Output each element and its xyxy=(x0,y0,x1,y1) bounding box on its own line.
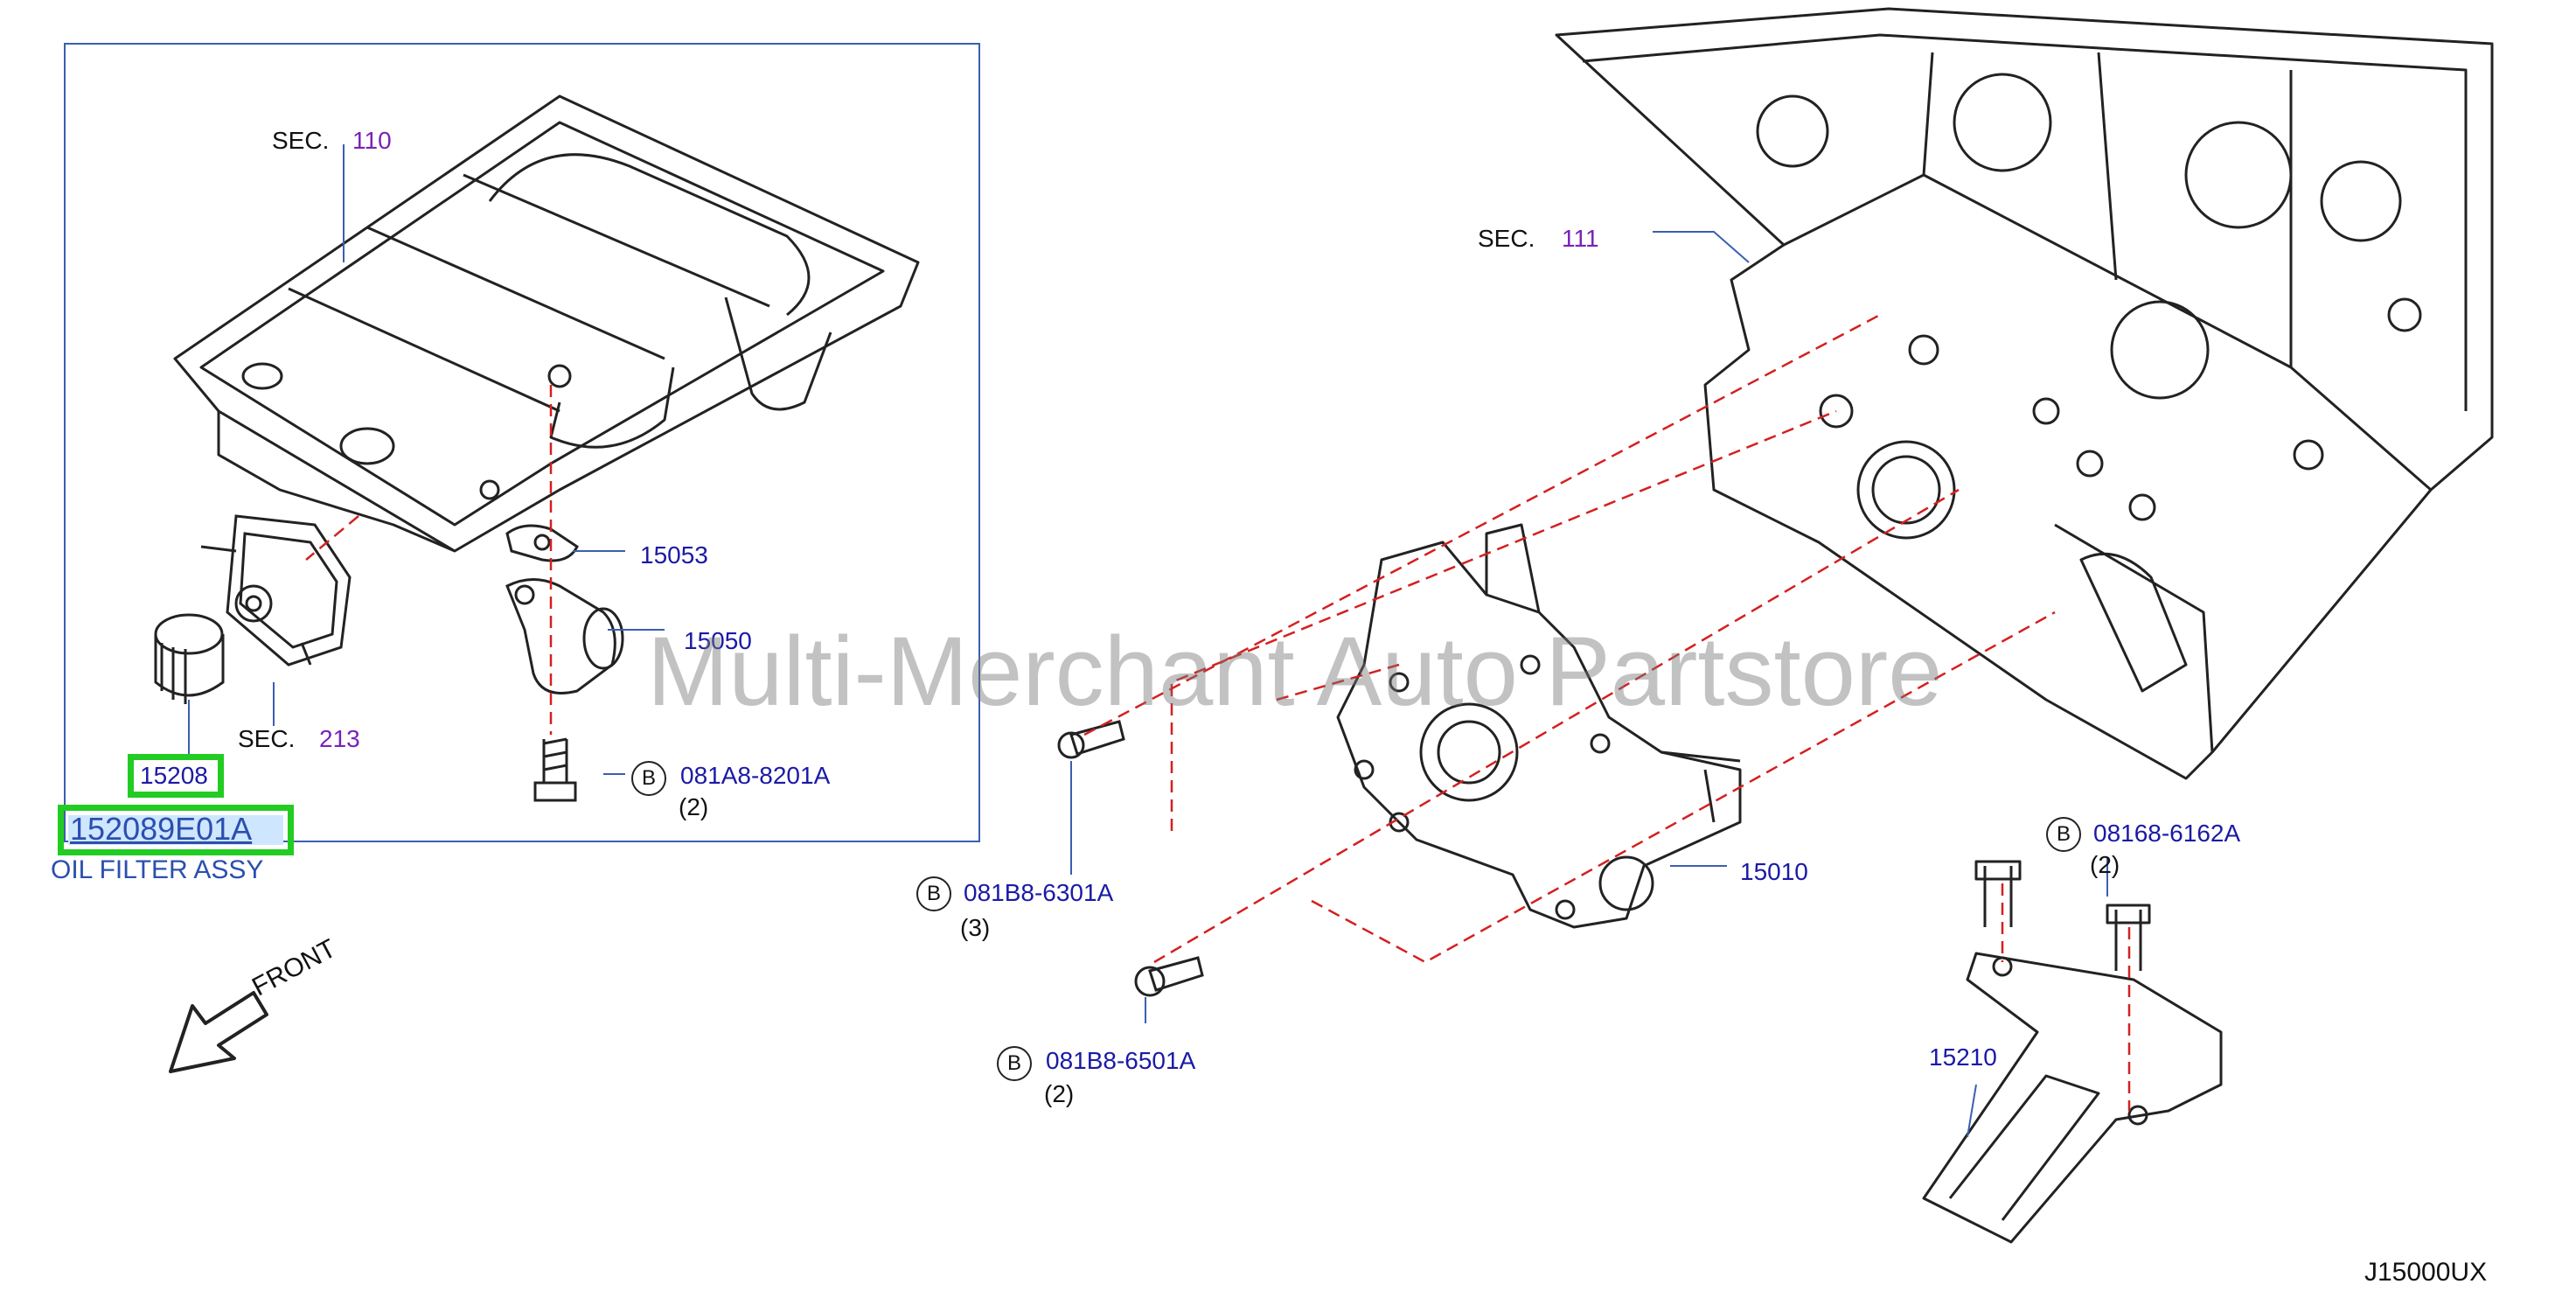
bolt-6301-drawing xyxy=(1057,720,1125,759)
bolt-081A8-drawing xyxy=(533,737,577,802)
callout-081B8-6501A-qty: (2) xyxy=(1044,1080,1075,1107)
callout-15208[interactable]: 15208 xyxy=(140,762,208,789)
callout-081B8-6301A[interactable]: 081B8-6301A xyxy=(964,879,1114,906)
baffle-drawing xyxy=(1922,860,2223,1244)
callout-15210[interactable]: 15210 xyxy=(1929,1043,1997,1071)
oil-cooler-drawing xyxy=(200,514,352,666)
callout-081B8-6301A-qty: (3) xyxy=(960,914,991,941)
sec-213-number[interactable]: 213 xyxy=(319,725,360,752)
part-description: OIL FILTER ASSY xyxy=(51,855,264,884)
bolt-marker-b: B xyxy=(631,761,666,796)
diagram-id: J15000UX xyxy=(2364,1258,2488,1287)
sec-110-prefix: SEC. xyxy=(272,127,330,154)
bolt-marker-b: B xyxy=(2046,817,2081,852)
watermark-text: Multi-Merchant Auto Partstore xyxy=(647,617,1943,726)
part-number-link[interactable]: 152089E01A xyxy=(70,811,253,847)
callout-08168-6162A[interactable]: 08168-6162A xyxy=(2093,820,2241,847)
callout-081A8-qty: (2) xyxy=(679,793,709,820)
bolt-6501-drawing xyxy=(1134,956,1204,997)
sec-213-prefix: SEC. xyxy=(238,725,296,752)
bolt-marker-b: B xyxy=(916,876,951,911)
strainer-drawing xyxy=(505,578,624,694)
engine-block xyxy=(1555,7,2494,780)
oil-pan-frame xyxy=(64,43,980,842)
part-number-selection xyxy=(68,815,283,845)
oil-filter-drawing xyxy=(154,613,225,704)
callout-15208-highlight xyxy=(128,754,224,798)
sec-111-prefix: SEC. xyxy=(1478,225,1535,252)
callout-081A8-8201A[interactable]: 081A8-8201A xyxy=(680,762,831,789)
oil-pan xyxy=(173,94,920,553)
assembly-lines xyxy=(305,313,2131,1111)
oil-pump-drawing xyxy=(1336,523,1742,929)
gasket-drawing xyxy=(505,524,579,562)
front-arrow-icon xyxy=(169,991,268,1073)
callout-15053[interactable]: 15053 xyxy=(640,541,708,569)
sec-111-number[interactable]: 111 xyxy=(1562,225,1599,252)
sec-110-number[interactable]: 110 xyxy=(352,127,392,154)
callout-15050[interactable]: 15050 xyxy=(684,627,752,654)
leader-lines xyxy=(188,144,2108,1138)
bolt-marker-b: B xyxy=(997,1046,1032,1081)
callout-15010[interactable]: 15010 xyxy=(1740,858,1808,885)
part-number-highlight xyxy=(58,805,294,855)
callout-08168-qty: (2) xyxy=(2090,851,2120,878)
callout-081B8-6501A[interactable]: 081B8-6501A xyxy=(1046,1047,1196,1074)
